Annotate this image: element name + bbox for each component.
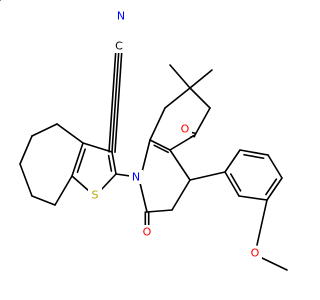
aryl-bond [224,149,241,173]
atom-c-nitrile-text: C [115,40,123,53]
atom-o-ketone-text: O [181,123,190,136]
aryl-bond [267,154,283,179]
thiophene-bond [71,175,90,192]
ring-bond [139,182,148,213]
ring-double-bond [153,144,169,154]
ring-bond [141,139,151,173]
thiophene-double-bond [76,148,86,174]
ring-bond [169,149,191,181]
aryl-bond [224,171,240,197]
cycloheptane-bond [54,175,73,206]
atom-o-ether-text: O [251,247,260,260]
nitrile-bond [108,46,117,153]
aryl-bond [266,177,283,201]
atom-n-nitrile-text: N [117,10,125,23]
ring-bond [149,139,171,151]
aryl-bond [238,195,268,201]
thiophene-double-bond [107,154,113,172]
cyclohexanone-bond [189,87,211,109]
atom-label-layer: N C S N O O O [88,9,262,260]
methoxy-bond [261,257,288,271]
thiophene-bond [82,142,113,153]
atom-s-thiophene: S [88,188,102,202]
ring-bond [146,209,173,213]
nitrile-bond [114,47,123,154]
atom-s-thiophene-text: S [92,189,99,202]
atom-n-ring: N [129,170,143,184]
molecule-structure: N C S N O O O [0,0,288,271]
atom-o-ether: O [248,246,262,260]
cycloheptane-bond [19,135,33,165]
thiophene-bond [111,151,117,175]
aryl-double-bond [229,173,242,192]
atom-o-amide: O [140,225,154,239]
n-aryl-bond [115,173,131,177]
cyclohexanone-bond [194,107,211,136]
atom-n-ring-text: N [132,171,140,184]
ring-bond [171,179,191,211]
cyclohexanone-bond [164,87,191,109]
ketone-bond [190,131,197,135]
cycloheptane-bond [56,123,84,144]
nitrile-bond [111,47,120,153]
bond-layer [0,0,288,271]
aryl-double-bond [265,178,278,196]
atom-c-nitrile: C [112,39,126,53]
cycloheptane-bond [31,123,58,137]
cycloheptane-bond [19,163,33,197]
thiophene-bond [100,173,117,191]
aryl-bond [239,149,269,156]
ether-bond [256,199,268,246]
thiophene-bond [71,142,84,177]
cycloheptane-bond [31,195,56,206]
atom-o-ketone: O [178,122,192,136]
cyclohexanone-bond [169,134,196,151]
methyl-bond [189,69,213,89]
methyl-bond [169,64,191,89]
atom-n-nitrile: N [114,9,128,23]
aryl-double-bond [243,153,265,160]
cyclohexanone-bond [149,107,166,141]
atom-o-amide-text: O [143,226,152,239]
aryl-bond [189,171,226,181]
